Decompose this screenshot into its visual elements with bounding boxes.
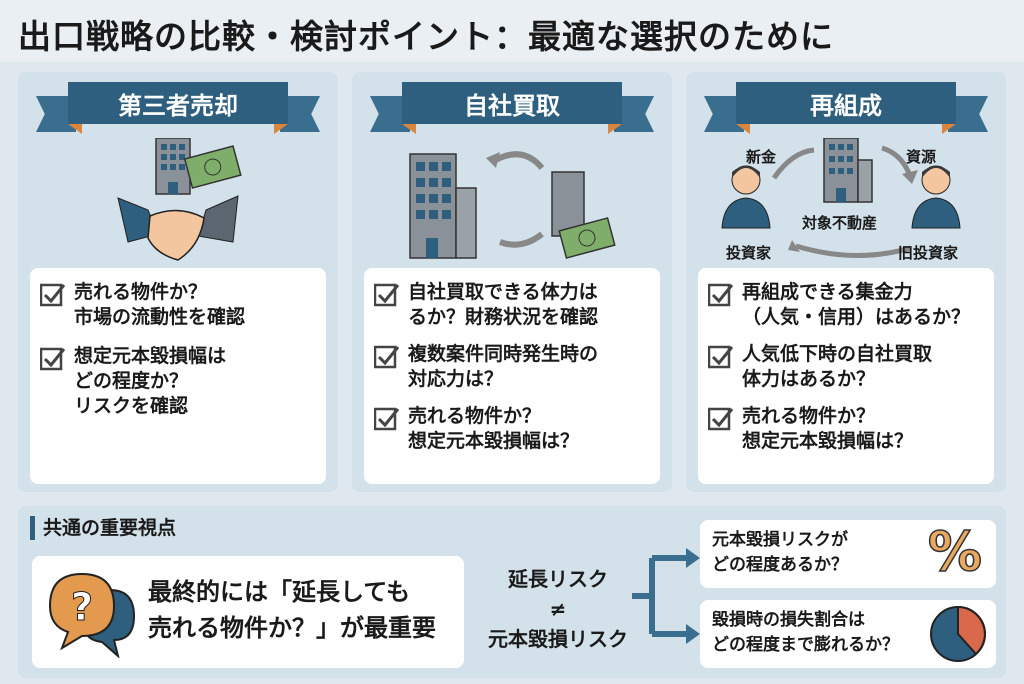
checklist-item: 売れる物件か？ 想定元本毀損幅は？ — [374, 404, 650, 454]
key-message: 最終的には「延長しても 売れる物件か？」が最重要 — [148, 578, 436, 642]
checkbox-checked-icon — [708, 283, 734, 307]
section-heading: 共通の重要視点 — [30, 516, 176, 540]
checklist-item: 再組成できる集金力 （人気・信用）はあるか？ — [708, 280, 984, 330]
old-investor-icon — [911, 165, 961, 229]
handshake-building-money-icon — [117, 138, 242, 261]
common-viewpoint-section: 共通の重要視点 ? 最終的には「延長しても 売れる物件か？」が最重要 延長リスク… — [18, 506, 1006, 678]
checkbox-checked-icon — [708, 345, 734, 369]
risk-comparison: 延長リスク ≠ 元本毀損リスク — [488, 567, 628, 651]
checkbox-checked-icon — [374, 283, 400, 307]
page-title: 出口戦略の比較・検討ポイント：最適な選択のために — [18, 17, 834, 56]
checkbox-checked-icon — [374, 407, 400, 431]
checklist-item: 人気低下時の自社買取 体力はあるか？ — [708, 342, 984, 392]
investor-cycle-diagram — [721, 138, 961, 259]
label-new-money: 新金 — [746, 148, 777, 166]
panel-heading: 自社買取 — [402, 82, 622, 124]
checklist-item: 売れる物件か？ 想定元本毀損幅は？ — [708, 404, 984, 454]
investor-icon — [721, 165, 771, 229]
checklist-card: 再組成できる集金力 （人気・信用）はあるか？ 人気低下時の自社買取 体力はあるか… — [698, 268, 994, 484]
checklist-item: 売れる物件か？ 市場の流動性を確認 — [40, 280, 316, 330]
panel-heading: 再組成 — [736, 82, 956, 124]
checklist-card: 売れる物件か？ 市場の流動性を確認 想定元本毀損幅は どの程度か？ リスクを確認 — [30, 268, 326, 484]
checklist-item: 自社買取できる体力は るか？財務状況を確認 — [374, 280, 650, 330]
point-card-loss-ratio: 毀損時の損失割合は どの程度まで膨れるか？ — [700, 600, 996, 668]
panel-heading: 第三者売却 — [68, 82, 288, 124]
pie-chart-icon — [930, 605, 986, 662]
label-property: 対象不動産 — [802, 214, 878, 232]
panel-restructuring: 再組成 新金 資源 対象不動産 投資家 旧投資家 再組成できる集金力 （人気・信… — [686, 72, 1006, 492]
branch-arrows-icon — [632, 548, 700, 644]
ribbon-banner: 再組成 — [704, 82, 988, 134]
label-investor: 投資家 — [726, 244, 772, 262]
title-band — [0, 0, 1024, 62]
svg-text:?: ? — [71, 585, 93, 629]
key-message-box: ? 最終的には「延長しても 売れる物件か？」が最重要 — [32, 556, 464, 668]
checkbox-checked-icon — [374, 345, 400, 369]
checkbox-checked-icon — [40, 347, 66, 371]
checkbox-checked-icon — [40, 283, 66, 307]
label-old-investor: 旧投資家 — [898, 244, 959, 262]
ribbon-banner: 自社買取 — [370, 82, 654, 134]
buildings-exchange-icon — [409, 151, 616, 259]
checkbox-checked-icon — [708, 407, 734, 431]
panel-third-party-sale: 第三者売却 売れる物件か？ 市場の流動性を確認 想定元本毀損幅は どの程度か？ … — [18, 72, 338, 492]
point-card-principal-risk: 元本毀損リスクが どの程度あるか？ % — [700, 519, 996, 588]
label-source: 資源 — [906, 148, 937, 166]
checklist-item: 想定元本毀損幅は どの程度か？ リスクを確認 — [40, 344, 316, 419]
percent-icon: % — [927, 519, 983, 584]
checklist-item: 複数案件同時発生時の 対応力は？ — [374, 342, 650, 392]
ribbon-banner: 第三者売却 — [36, 82, 320, 134]
checklist-card: 自社買取できる体力は るか？財務状況を確認 複数案件同時発生時の 対応力は？ 売… — [364, 268, 660, 484]
panel-self-purchase: 自社買取 自社買取できる体力は るか？財務状況を確認 複数案件同時発生時の 対応… — [352, 72, 672, 492]
speech-bubble-question-icon: ? — [48, 572, 136, 658]
